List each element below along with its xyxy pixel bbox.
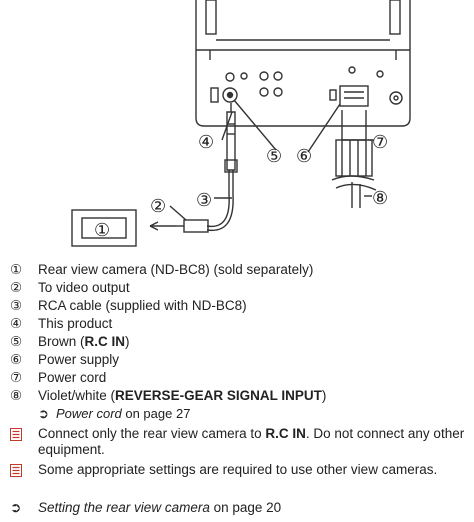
note-1-pre: Connect only the rear view camera to bbox=[38, 426, 266, 441]
legend-item-8-bold: REVERSE-GEAR SIGNAL INPUT bbox=[115, 388, 322, 403]
callout-5: ⑤ bbox=[266, 146, 282, 167]
callout-2-marker: ② bbox=[10, 280, 23, 295]
callout-2: ② bbox=[150, 196, 166, 217]
callout-7-marker: ⑦ bbox=[10, 370, 23, 385]
legend-item-5-pre: Brown ( bbox=[38, 334, 85, 349]
callout-8: ⑧ bbox=[372, 188, 388, 209]
reference-setting-camera-link[interactable]: Setting the rear view camera bbox=[38, 500, 210, 515]
callout-4-marker: ④ bbox=[10, 316, 23, 331]
antenna-jack bbox=[389, 91, 403, 105]
connection-diagram: ④ ⑤ ⑥ ⑦ ⑧ ③ ② ① bbox=[71, 0, 411, 247]
callout-1: ① bbox=[94, 220, 110, 241]
rca-cable bbox=[226, 103, 236, 171]
note-other-cameras-text: Some appropriate settings are required t… bbox=[38, 462, 438, 477]
note-1-bold: R.C IN bbox=[265, 426, 306, 441]
note-connect-camera-text: Connect only the rear view camera to R.C… bbox=[38, 426, 468, 458]
reference-setting-camera-page: on page 20 bbox=[209, 500, 282, 515]
legend-item-2-text: To video output bbox=[38, 280, 130, 295]
legend-item-5-text: Brown (R.C IN) bbox=[38, 334, 130, 350]
power-cord bbox=[341, 110, 367, 141]
legend-item-8-post: ) bbox=[321, 388, 327, 403]
power-connector bbox=[339, 85, 369, 107]
legend-item-3-text: RCA cable (supplied with ND-BC8) bbox=[38, 298, 247, 313]
legend-item-8-pre: Violet/white ( bbox=[38, 388, 116, 403]
callout-3-marker: ③ bbox=[10, 298, 23, 313]
rear-view-camera bbox=[71, 209, 137, 247]
callout-3: ③ bbox=[196, 190, 212, 211]
legend-item-6-text: Power supply bbox=[38, 352, 120, 367]
legend-item-5-post: ) bbox=[125, 334, 130, 349]
callout-8-marker: ⑧ bbox=[10, 388, 23, 403]
callout-6: ⑥ bbox=[296, 146, 312, 167]
callout-5-marker: ⑤ bbox=[10, 334, 23, 349]
legend-item-4-text: This product bbox=[38, 316, 113, 331]
reference-power-cord-page: on page 27 bbox=[121, 406, 191, 421]
legend-item-7-text: Power cord bbox=[38, 370, 107, 385]
arrow-right-icon: ➲ bbox=[38, 406, 49, 421]
note-icon bbox=[10, 464, 22, 477]
product-rear-panel bbox=[195, 0, 411, 127]
reference-power-cord-link[interactable]: Power cord bbox=[56, 406, 122, 421]
legend-item-5-bold: R.C IN bbox=[84, 334, 126, 349]
legend-item-1-text: Rear view camera (ND-BC8) (sold separate… bbox=[38, 262, 314, 277]
note-icon bbox=[10, 428, 22, 441]
legend-item-8-text: Violet/white (REVERSE-GEAR SIGNAL INPUT) bbox=[38, 388, 326, 404]
note-1-post: . Do not connect any other equipment. bbox=[38, 426, 465, 457]
rca-jack bbox=[222, 87, 238, 103]
callout-4: ④ bbox=[198, 132, 214, 153]
arrow-right-icon: ➲ bbox=[10, 500, 22, 515]
callout-1-marker: ① bbox=[10, 262, 23, 277]
callout-7: ⑦ bbox=[372, 132, 388, 153]
connector-block-left bbox=[210, 87, 219, 103]
callout-6-marker: ⑥ bbox=[10, 352, 23, 367]
